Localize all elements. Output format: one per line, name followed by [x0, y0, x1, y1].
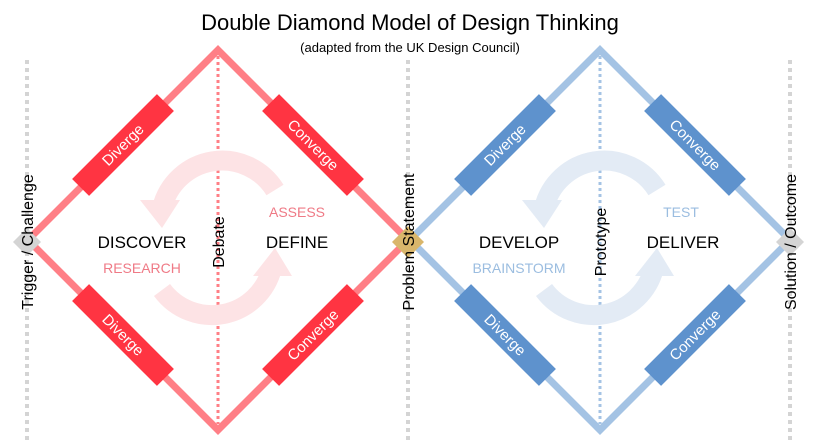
phase-define: DEFINE: [266, 233, 328, 252]
activity-brainstorm: BRAINSTORM: [472, 260, 565, 276]
diagram-subtitle: (adapted from the UK Design Council): [300, 40, 520, 55]
phase-deliver: DELIVER: [647, 233, 720, 252]
red-converge-bottom-band: Converge: [262, 284, 364, 386]
red-cycle-arrow-bottom: [153, 265, 282, 326]
blue-cycle-arrowhead-top: [522, 200, 562, 228]
start-marker: [13, 228, 41, 256]
edge-label: Converge: [666, 116, 724, 174]
edge-label: Converge: [666, 306, 724, 364]
activity-test: TEST: [663, 204, 699, 220]
end-marker: [776, 228, 804, 256]
diamond-develop-deliver: Diverge Converge Diverge Converge DEVELO…: [405, 45, 795, 435]
blue-cycle-arrow-bottom: [535, 265, 664, 326]
middle-marker: [392, 226, 424, 258]
blue-cycle-arrowhead-bottom: [635, 248, 674, 276]
phase-develop: DEVELOP: [479, 233, 559, 252]
milestone-debate: Debate: [211, 216, 228, 268]
blue-diverge-top-band: Diverge: [454, 94, 556, 196]
milestone-solution-outcome: Solution / Outcome: [783, 174, 800, 310]
phase-discover: DISCOVER: [98, 233, 187, 252]
blue-cycle-arrow-top: [534, 150, 666, 211]
diamond-discover-define: Diverge Converge Diverge Converge DISCOV…: [23, 45, 413, 435]
diagram-title: Double Diamond Model of Design Thinking: [201, 10, 619, 35]
red-cycle-arrow-top: [152, 150, 284, 211]
red-cycle-arrowhead-bottom: [253, 248, 292, 276]
milestone-trigger-challenge: Trigger / Challenge: [20, 174, 37, 310]
milestone-prototype: Prototype: [593, 208, 610, 277]
blue-converge-bottom-band: Converge: [644, 284, 746, 386]
activity-assess: ASSESS: [269, 204, 325, 220]
edge-label: Converge: [284, 306, 342, 364]
edge-label: Converge: [284, 116, 342, 174]
milestone-problem-statement: Problem Statement: [401, 173, 418, 311]
red-diverge-top-band: Diverge: [72, 94, 174, 196]
activity-research: RESEARCH: [103, 260, 181, 276]
red-cycle-arrowhead-top: [140, 200, 180, 228]
